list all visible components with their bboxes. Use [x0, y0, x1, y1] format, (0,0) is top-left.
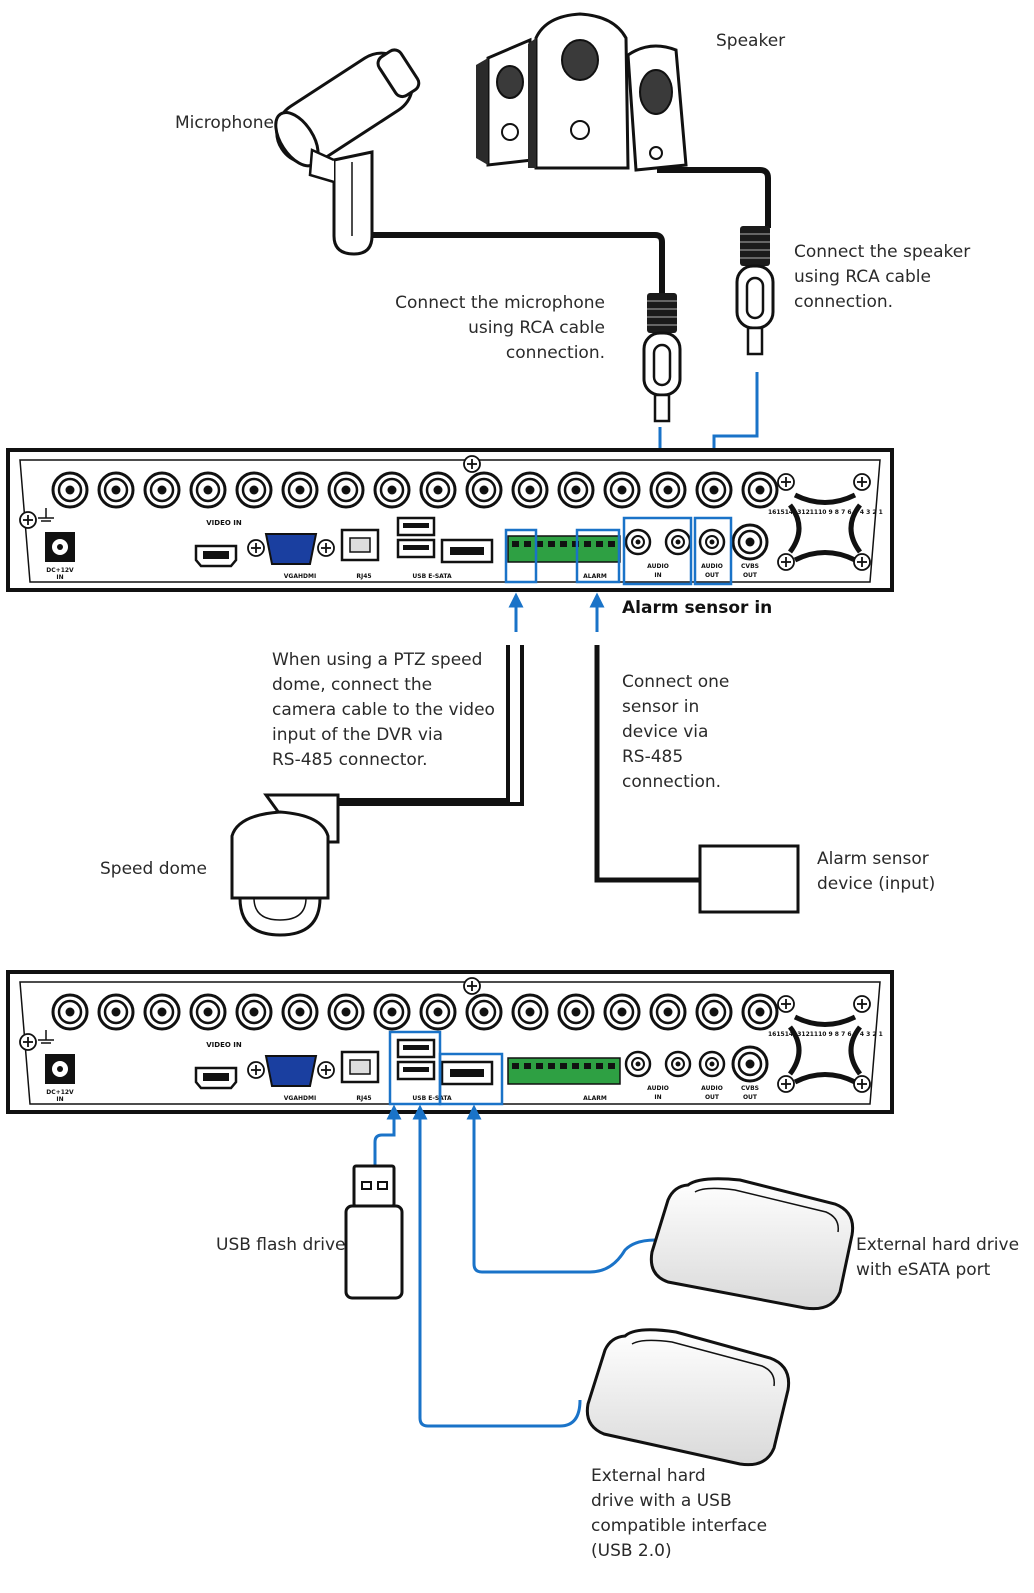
alarm-sensor-in-label: Alarm sensor in: [622, 598, 773, 618]
usb-flash-drive-illustration: [344, 1164, 404, 1300]
panel2-audio-out-label: AUDIO: [701, 1085, 723, 1092]
speaker-label: Speaker: [716, 31, 786, 51]
ptz-speed-dome-note: When using a PTZ speed dome, connect the…: [272, 650, 495, 770]
panel-cvbs-out-label: OUT: [743, 572, 758, 579]
panel2-audio-in-sub: IN: [654, 1094, 661, 1101]
speaker-illustration: [476, 12, 771, 228]
dvr-rear-panel-top: DC+12V IN VIDEO IN VGAHDMI RJ45 USB E-SA…: [6, 448, 894, 592]
alarm-sensor-device-label: Alarm sensor device (input): [817, 849, 936, 894]
panel2-cvbs-out-label: OUT: [743, 1094, 758, 1101]
microphone-label: Microphone: [175, 113, 274, 133]
panel2-dc-in-label: IN: [56, 1096, 63, 1103]
panel-audio-in-sub: IN: [654, 572, 661, 579]
alarm-sensor-illustration: [594, 645, 800, 914]
panel-audio-out-label: AUDIO: [701, 563, 723, 570]
panel-rj45-label: RJ45: [356, 573, 371, 580]
panel2-dc-label: DC+12V: [46, 1089, 74, 1096]
panel-dc-in-label: IN: [56, 574, 63, 581]
dvr-rear-panel-bottom: DC+12V IN VIDEO IN VGAHDMI RJ45 USB E-SA…: [6, 970, 894, 1114]
speed-dome-illustration: [230, 645, 524, 937]
speaker-rca-plug: [735, 224, 775, 356]
panel2-rj45-label: RJ45: [356, 1095, 371, 1102]
usb-flash-drive-label: USB flash drive: [216, 1235, 346, 1255]
usb-drive-illustration: [585, 1328, 791, 1467]
panel2-audio-out-sub: OUT: [705, 1094, 720, 1101]
usb-drive-label: External hard drive with a USB compatibl…: [591, 1466, 768, 1561]
panel-alarm-label: ALARM: [583, 573, 607, 580]
panel-usb-esata-label: USB E-SATA: [412, 573, 452, 580]
sensor-connection-note: Connect one sensor in device via RS-485 …: [622, 672, 730, 792]
mic-rca-plug: [642, 291, 682, 423]
panel2-vga-hdmi-label: VGAHDMI: [284, 1095, 316, 1102]
panel-channel-numbers: 16151413121110 9 8 7 6 5 4 3 2 1: [768, 509, 883, 516]
panel2-usb-esata-label: USB E-SATA: [412, 1095, 452, 1102]
panel-video-in-label: VIDEO IN: [206, 519, 242, 527]
storage-connection-lines: [373, 1104, 656, 1428]
panel2-channel-numbers: 16151413121110 9 8 7 6 5 4 3 2 1: [768, 1031, 883, 1038]
panel-vga-hdmi-label: VGAHDMI: [284, 573, 316, 580]
panel-dc-label: DC+12V: [46, 567, 74, 574]
connect-speaker-note: Connect the speaker using RCA cable conn…: [794, 242, 971, 312]
panel2-audio-in-label: AUDIO: [647, 1085, 669, 1092]
panel2-video-in-label: VIDEO IN: [206, 1041, 242, 1049]
panel2-alarm-label: ALARM: [583, 1095, 607, 1102]
panel-audio-out-sub: OUT: [705, 572, 720, 579]
panel-cvbs-label: CVBS: [741, 563, 759, 570]
connect-mic-note: Connect the microphone using RCA cable c…: [395, 293, 605, 363]
speed-dome-label: Speed dome: [100, 859, 207, 879]
esata-drive-label: External hard drive with eSATA port: [856, 1235, 1020, 1280]
panel-audio-in-label: AUDIO: [647, 563, 669, 570]
panel2-cvbs-label: CVBS: [741, 1085, 759, 1092]
esata-drive-illustration: [649, 1177, 855, 1311]
rs485-arrows: [508, 592, 605, 632]
microphone-illustration: [274, 48, 665, 295]
